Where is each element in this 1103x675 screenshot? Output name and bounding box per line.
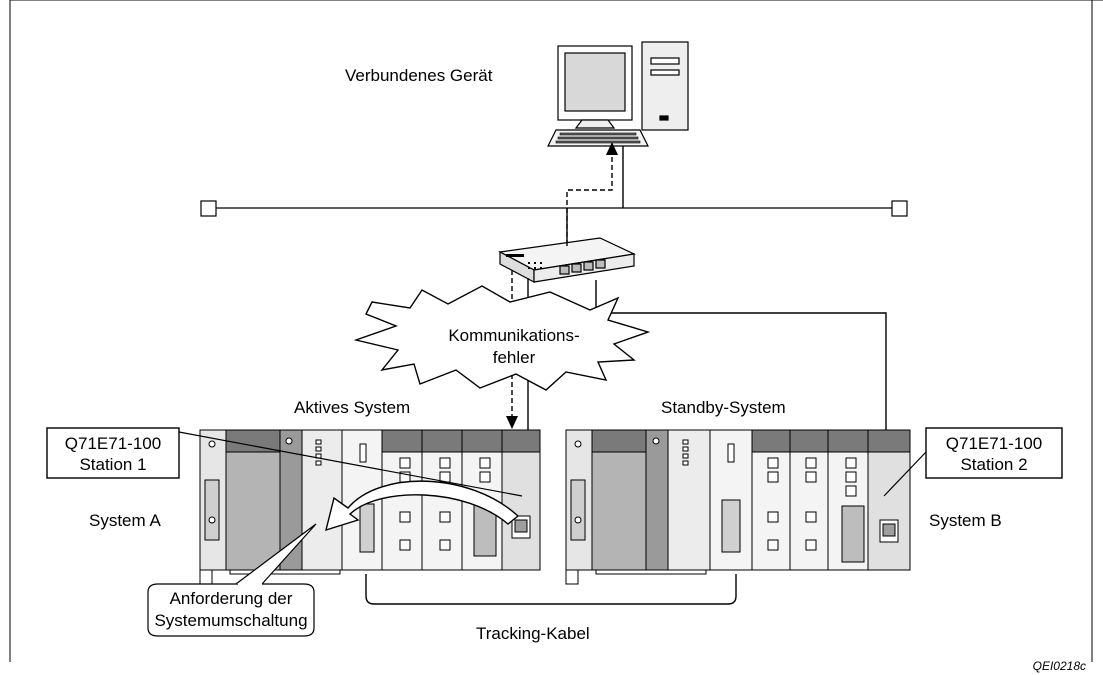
communication-error-burst [353,285,651,391]
system-switch-arrow [325,480,520,532]
station1-model: Q71E71-100 [65,434,161,453]
switch-request-line1: Anforderung der [170,589,293,608]
arrowhead-to-active [506,416,518,429]
active-system-label: Aktives System [294,398,410,417]
comm-error-line1: Kommunikations- [448,326,579,345]
system-b-label: System B [929,511,1002,530]
station1-callout: Q71E71-100 Station 1 [46,427,523,497]
switch-request-line2: Systemumschaltung [154,611,307,630]
network-bus [200,200,908,217]
rack-a-base [199,569,341,585]
station2-name: Station 2 [960,455,1027,474]
arrowhead-to-pc [606,142,618,155]
tracking-cable-label: Tracking-Kabel [476,624,590,643]
figure-code: QEI0218c [1033,659,1086,673]
station2-callout: Q71E71-100 Station 2 [883,427,1063,497]
computer-icon [547,41,689,147]
comm-error-line2: fehler [493,348,536,367]
data-path-dashed [566,155,613,245]
page-border [9,0,1103,662]
system-a-label: System A [89,511,161,530]
station2-model: Q71E71-100 [946,434,1042,453]
plc-rack-system-b [565,429,911,571]
switch-request-callout: Anforderung der Systemumschaltung [147,523,317,637]
station1-name: Station 1 [79,455,146,474]
connected-device-label: Verbundenes Gerät [345,66,493,85]
standby-system-label: Standby-System [661,398,786,417]
rack-b-base [565,569,707,585]
tracking-cable [365,574,737,605]
